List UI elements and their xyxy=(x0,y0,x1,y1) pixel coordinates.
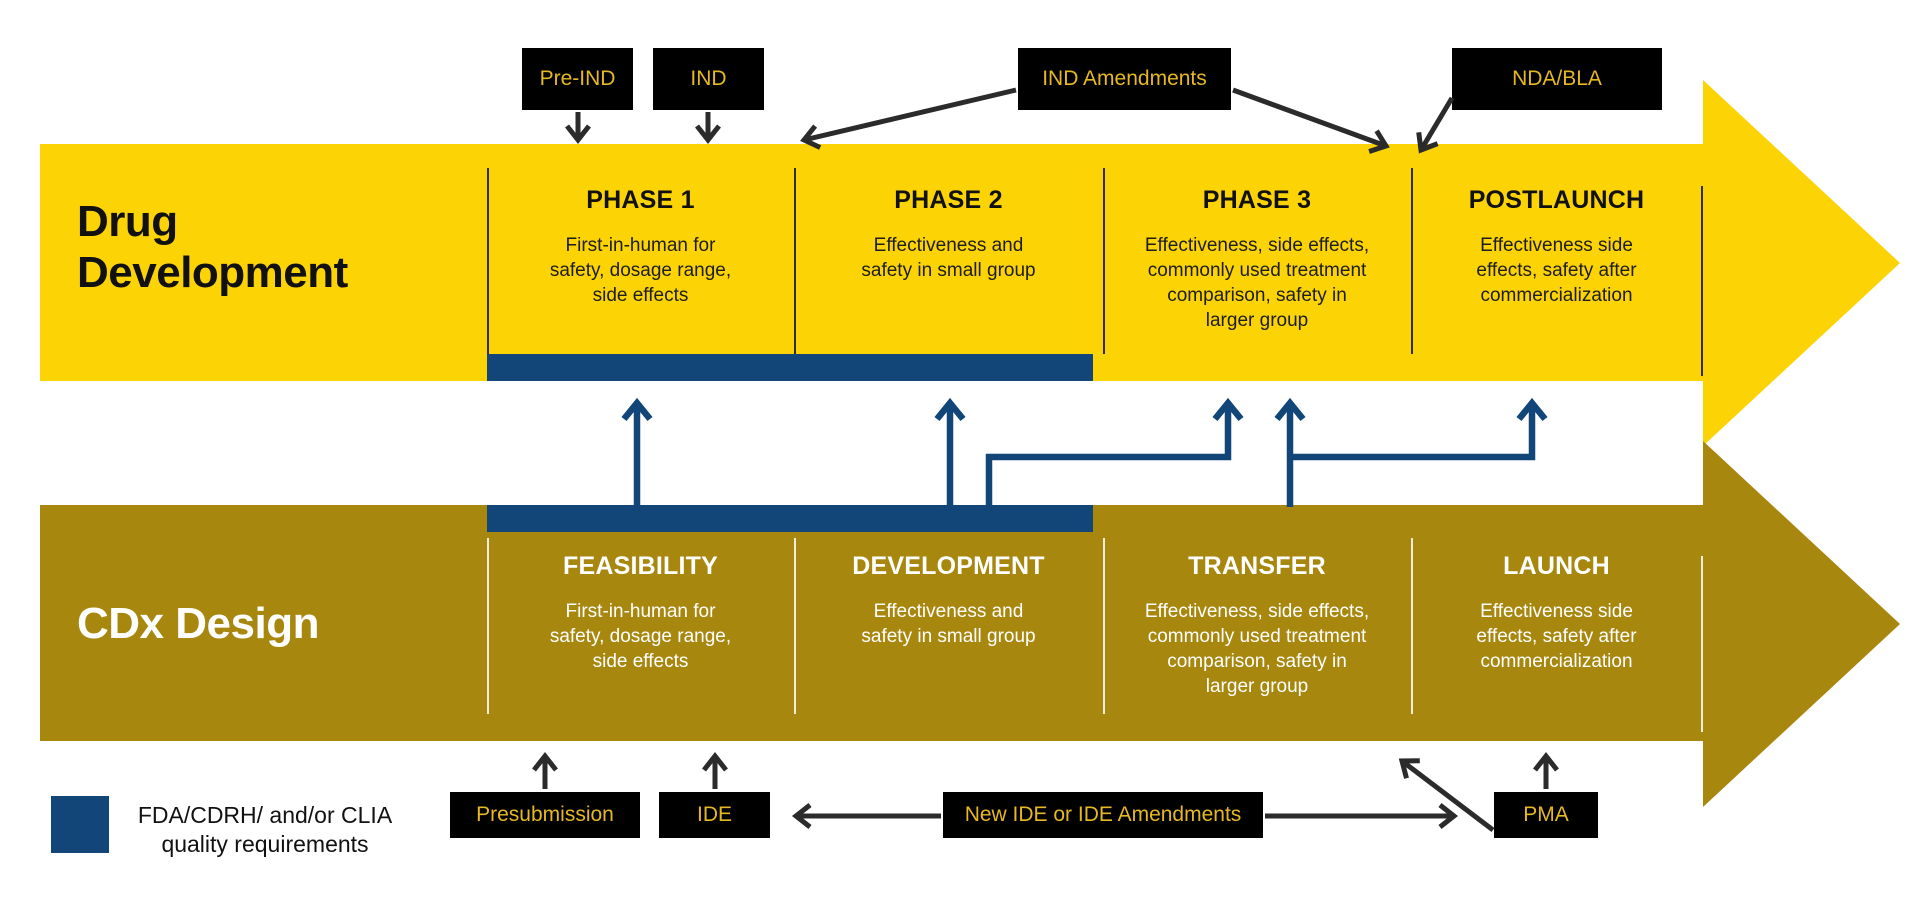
connector-transfer-to-postlaunch xyxy=(1287,397,1548,461)
phase-title: DEVELOPMENT xyxy=(852,552,1045,580)
cdx-quality-requirements-bar xyxy=(487,505,1093,532)
arrow-ind-amendments-left xyxy=(800,87,1017,150)
milestone-new-ide-or-ide-amendments: New IDE or IDE Amendments xyxy=(943,792,1263,838)
drug-divider xyxy=(1411,168,1413,354)
phase-title: PHASE 2 xyxy=(894,186,1003,214)
phase-description: Effectiveness, side effects, commonly us… xyxy=(1144,601,1370,697)
milestone-ide: IDE xyxy=(659,792,770,838)
drug-divider xyxy=(1103,168,1105,354)
arrow-ind-amendments-right xyxy=(1232,87,1390,154)
cdx-design-band xyxy=(40,505,1703,741)
cdx-divider xyxy=(1103,538,1105,714)
cdx-launch-section: LAUNCH Effectiveness side effects, safet… xyxy=(1411,552,1702,674)
milestone-pma: PMA xyxy=(1494,792,1598,838)
milestone-label: New IDE or IDE Amendments xyxy=(964,803,1242,826)
phase-title: PHASE 1 xyxy=(586,186,695,214)
phase-description: First-in-human for safety, dosage range,… xyxy=(549,601,732,672)
legend-quality-swatch xyxy=(51,796,109,853)
drug-divider xyxy=(794,168,796,354)
drug-phase-1-section: PHASE 1 First-in-human for safety, dosag… xyxy=(487,186,794,308)
drug-postlaunch-section: POSTLAUNCH Effectiveness side effects, s… xyxy=(1411,186,1702,308)
phase-title: PHASE 3 xyxy=(1202,186,1312,214)
phase-description: First-in-human for safety, dosage range,… xyxy=(549,235,732,306)
cdx-arrow-head xyxy=(1703,441,1900,807)
drug-phase-2-section: PHASE 2 Effectiveness and safety in smal… xyxy=(794,186,1103,283)
milestone-label: IND xyxy=(690,67,727,90)
cdx-divider xyxy=(487,538,489,714)
phase-title: TRANSFER xyxy=(1188,552,1326,580)
drug-track-title: Drug Development xyxy=(77,197,348,298)
phase-title: LAUNCH xyxy=(1503,552,1610,580)
phase-title: POSTLAUNCH xyxy=(1468,186,1645,214)
phase-description: Effectiveness side effects, safety after… xyxy=(1476,601,1637,672)
arrow-nda-bla-down xyxy=(1416,96,1455,154)
milestone-ind-amendments: IND Amendments xyxy=(1018,48,1231,110)
drug-development-band xyxy=(40,144,1703,381)
phase-description: Effectiveness and safety in small group xyxy=(861,601,1036,647)
milestone-label: Pre-IND xyxy=(539,67,616,90)
cdx-track-title: CDx Design xyxy=(77,599,319,648)
phase-description: Effectiveness side effects, safety after… xyxy=(1476,235,1637,306)
milestone-presubmission: Presubmission xyxy=(450,792,640,838)
phase-description: Effectiveness, side effects, commonly us… xyxy=(1144,235,1370,331)
cdx-divider xyxy=(1701,556,1703,732)
arrow-pma-diagonal-up-left xyxy=(1398,758,1495,832)
legend-label: FDA/CDRH/ and/or CLIA quality requiremen… xyxy=(137,802,393,857)
milestone-label: Presubmission xyxy=(476,803,614,826)
drug-divider xyxy=(487,168,489,354)
cdx-transfer-section: TRANSFER Effectiveness, side effects, co… xyxy=(1103,552,1411,699)
cdx-divider xyxy=(794,538,796,714)
milestone-label: IDE xyxy=(696,803,732,826)
connector-cdx-to-phase3-left xyxy=(985,397,1244,507)
milestone-label: NDA/BLA xyxy=(1512,67,1602,90)
cdx-feasibility-section: FEASIBILITY First-in-human for safety, d… xyxy=(487,552,794,674)
milestone-nda-bla: NDA/BLA xyxy=(1452,48,1662,110)
drug-arrow-head xyxy=(1703,80,1900,446)
cdx-development-section: DEVELOPMENT Effectiveness and safety in … xyxy=(794,552,1103,649)
drug-quality-requirements-bar xyxy=(487,354,1093,381)
milestone-label: IND Amendments xyxy=(1042,67,1207,90)
milestone-label: PMA xyxy=(1523,803,1569,826)
phase-description: Effectiveness and safety in small group xyxy=(861,235,1036,281)
drug-phase-3-section: PHASE 3 Effectiveness, side effects, com… xyxy=(1103,186,1411,333)
milestone-ind: IND xyxy=(653,48,764,110)
phase-title: FEASIBILITY xyxy=(563,552,718,580)
cdx-divider xyxy=(1411,538,1413,714)
milestone-pre-ind: Pre-IND xyxy=(522,48,633,110)
drug-divider xyxy=(1701,186,1703,376)
